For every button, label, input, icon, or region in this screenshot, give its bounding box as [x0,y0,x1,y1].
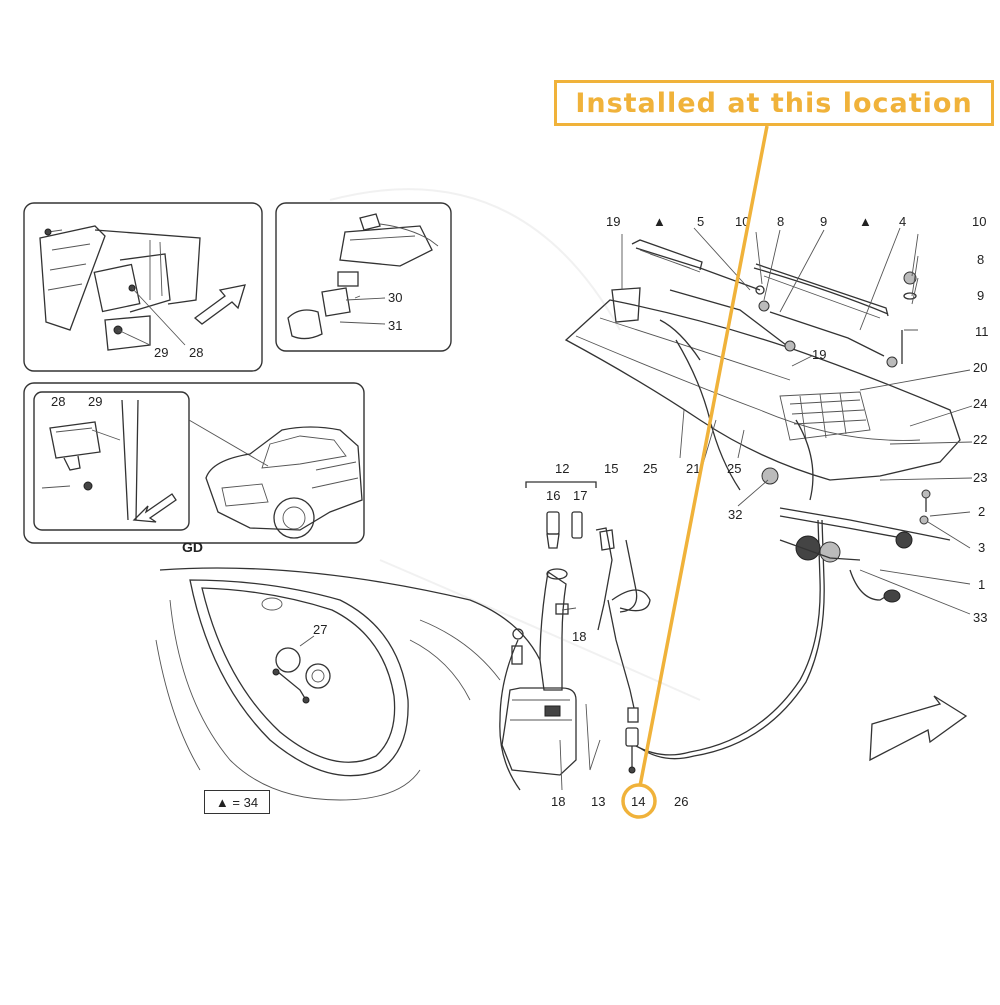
callout-29: 29 [154,345,168,360]
callout-4: 4 [899,214,906,229]
callout-33: 33 [973,610,987,625]
callout-28-detail: 28 [51,394,65,409]
callout-18-lower: 18 [551,794,565,809]
callout-9-right: 9 [977,288,984,303]
callout-11: 11 [975,324,989,339]
callout-3: 3 [978,540,985,555]
inset-module-bracket: 29 28 [23,202,263,372]
callout-27: 27 [313,622,327,637]
callout-31: 31 [388,318,402,333]
callout-20: 20 [973,360,987,375]
legend-box: ▲ = 34 [204,790,270,814]
front-fascia: 27 [155,567,541,801]
callout-29-detail: 29 [88,394,102,409]
callout-25-right: 25 [727,461,741,476]
callout-8-left: 8 [777,214,784,229]
callout-23: 23 [973,470,987,485]
legend-triangle-icon: ▲ [215,794,229,810]
inset-car-location: 28 29 GD [23,382,365,555]
callout-1: 1 [978,577,985,592]
washer-reservoir: 12 16 17 15 18 18 [499,461,825,809]
callout-2: 2 [978,504,985,519]
callout-28: 28 [189,345,203,360]
callout-30: 30 [388,290,402,305]
callout-22: 22 [973,432,987,447]
callout-10-right: 10 [972,214,986,229]
callout-18-upper: 18 [572,629,586,644]
callout-10-left: 10 [735,214,749,229]
callout-15: 15 [604,461,618,476]
callout-12: 12 [555,461,569,476]
callout-24: 24 [973,396,987,411]
callout-13: 13 [591,794,605,809]
callout-21: 21 [686,461,700,476]
callout-8-right: 8 [977,252,984,267]
callout-16: 16 [546,488,560,503]
wiper-cowl-assembly: 19 ▲ 5 10 8 9 ▲ 4 10 8 9 11 19 20 24 22 … [564,214,989,762]
triangle-marker-2: ▲ [859,214,872,229]
callout-32: 32 [728,507,742,522]
installed-location-text: Installed at this location [575,87,973,119]
legend-text: = 34 [232,794,259,810]
callout-14: 14 [631,794,645,809]
callout-5: 5 [697,214,704,229]
inset-connector: 30 31 [275,202,452,352]
highlight-marker [621,125,769,819]
gd-label: GD [182,539,203,555]
callout-19-mid: 19 [812,347,826,362]
callout-26: 26 [674,794,688,809]
triangle-marker-1: ▲ [653,214,666,229]
installed-location-callout: Installed at this location [554,80,994,126]
watermark [329,188,701,701]
callout-19-top: 19 [606,214,620,229]
callout-17: 17 [573,488,587,503]
callout-25-left: 25 [643,461,657,476]
callout-9-left: 9 [820,214,827,229]
